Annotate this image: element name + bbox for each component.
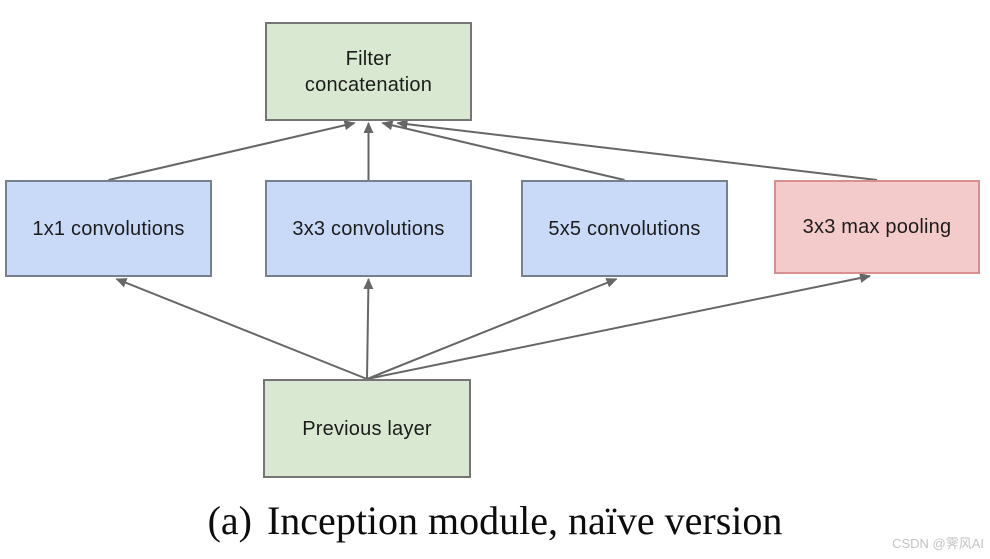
arrow-maxpool-to-filter_concat: [396, 119, 878, 181]
arrow-previous-to-conv5x5: [366, 278, 618, 380]
arrow-previous-to-conv3x3: [363, 278, 374, 380]
node-previous-layer: Previous layer: [263, 379, 471, 478]
arrow-conv5x5-to-filter_concat: [381, 120, 625, 181]
arrow-previous-to-conv1x1: [115, 278, 368, 380]
node-5x5-convolutions: 5x5 convolutions: [521, 180, 728, 277]
node-label-3x3-max-pooling: 3x3 max pooling: [802, 216, 952, 238]
arrow-conv1x1-to-filter_concat: [108, 120, 356, 181]
node-3x3-max-pooling: 3x3 max pooling: [774, 180, 980, 274]
node-1x1-convolutions: 1x1 convolutions: [5, 180, 212, 277]
arrow-previous-to-maxpool: [366, 273, 871, 380]
node-label-1x1-convolutions: 1x1 convolutions: [32, 217, 185, 240]
node-label-3x3-convolutions: 3x3 convolutions: [292, 217, 445, 240]
node-filter-concatenation: Filter concatenation: [265, 22, 472, 121]
figure-caption-index: (a): [207, 498, 252, 543]
node-label-filter-concatenation: Filter concatenation: [304, 47, 433, 96]
node-label-previous-layer: Previous layer: [302, 417, 432, 440]
node-label-5x5-convolutions: 5x5 convolutions: [548, 217, 701, 240]
watermark-text: CSDN @霁风AI: [892, 536, 984, 551]
figure-caption: (a) Inception module, naïve version: [0, 497, 990, 544]
figure-caption-text: Inception module, naïve version: [266, 498, 783, 543]
node-3x3-convolutions: 3x3 convolutions: [265, 180, 472, 277]
